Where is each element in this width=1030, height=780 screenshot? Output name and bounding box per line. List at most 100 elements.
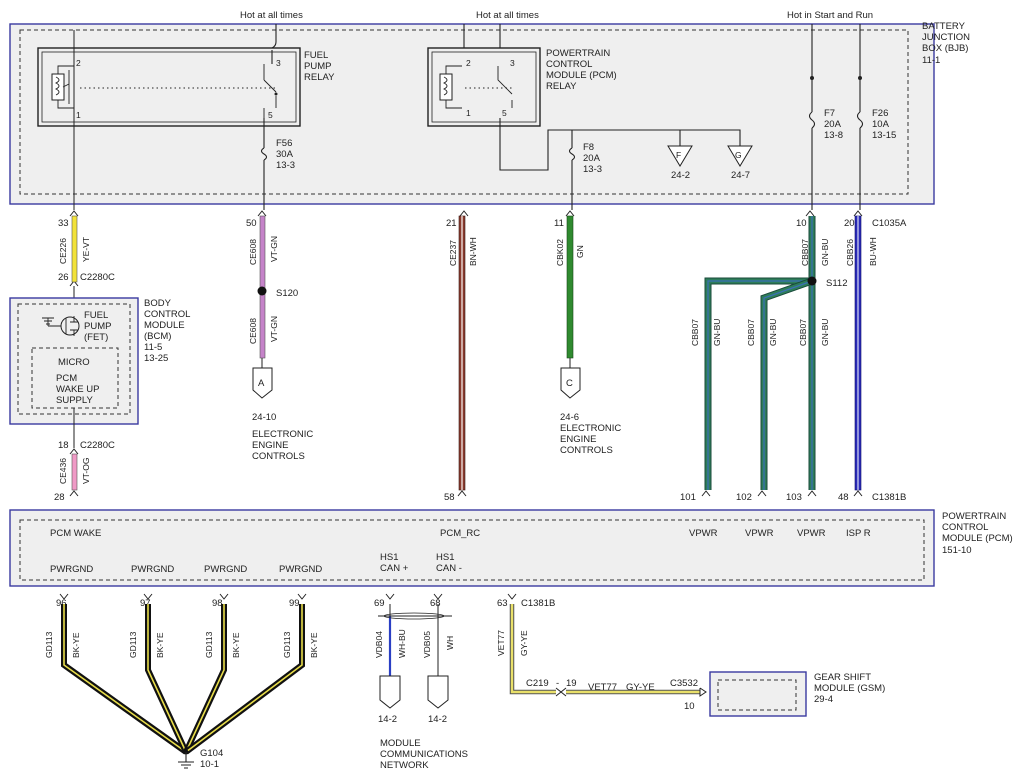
pcm-pwrgnd-4: PWRGND xyxy=(279,564,322,575)
pcm-pin-98: 98 xyxy=(212,598,223,609)
mcn-line3: NETWORK xyxy=(380,760,429,771)
pcm-hs1-can-minus-1: HS1 xyxy=(436,552,454,563)
c3532-name: C3532 xyxy=(670,678,698,689)
wire-can xyxy=(378,604,452,676)
bcm-supply-line2: WAKE UP xyxy=(56,384,99,395)
wire-cbb07-a-circuit: CBB07 xyxy=(690,319,700,346)
connector-a-line2: ENGINE xyxy=(252,440,288,451)
wire-cbk02-circuit: CBK02 xyxy=(555,239,565,266)
powertrain-control-module: PCM WAKE PCM_RC VPWR VPWR VPWR ISP R PWR… xyxy=(9,509,1013,587)
pcm-hs1-can-minus-2: CAN - xyxy=(436,563,462,574)
bjb-page-ref: 11-1 xyxy=(922,55,940,66)
bcm-fet-line2: PUMP xyxy=(84,321,111,332)
c219-pin: 19 xyxy=(566,678,577,689)
f8-rating: 20A xyxy=(583,153,601,164)
pcm-relay: 2 3 1 5 POWERTRAIN CONTROL MODULE (PCM) … xyxy=(427,47,617,127)
wire-ce237-circuit: CE237 xyxy=(448,240,458,266)
wire-cbb07-top-circuit: CBB07 xyxy=(800,239,810,266)
bjb-pin-11: 11 xyxy=(554,218,564,229)
bjb-pin-50: 50 xyxy=(246,218,257,229)
f8-name: F8 xyxy=(583,142,594,153)
svg-text:C: C xyxy=(566,378,573,389)
wire-cbb07-c-color: GN-BU xyxy=(820,319,830,346)
pcm-title-3: MODULE (PCM) xyxy=(942,533,1013,544)
ground-g104-icon xyxy=(178,749,194,769)
pcmr-label-2: CONTROL xyxy=(546,59,592,70)
pcm-pwrgnd-3: PWRGND xyxy=(204,564,247,575)
bcm-supply-line1: PCM xyxy=(56,373,77,384)
fuel-pump-relay: 2 3 1 5 FUEL PUMP RELAY xyxy=(37,47,335,127)
wire-gd113-1-color: BK-YE xyxy=(71,632,81,658)
bjb-pin-33: 33 xyxy=(58,218,69,229)
gsm-title-2: MODULE (GSM) xyxy=(814,683,885,694)
g104-name: G104 xyxy=(200,748,223,759)
pcm-isp-r: ISP R xyxy=(846,528,871,539)
hot-at-all-times-label-1: Hot at all times xyxy=(240,10,303,21)
fuse-f8-icon xyxy=(568,147,576,161)
fpr-pin-1: 1 xyxy=(76,110,81,120)
wire-ce237-color: BN-WH xyxy=(468,237,478,266)
wire-ce608-bot-color: VT-GN xyxy=(269,316,279,342)
fet-symbol-icon xyxy=(42,316,80,336)
wire-cbb07-b-color: GN-BU xyxy=(768,319,778,346)
wire-ce237 xyxy=(458,215,466,491)
wire-ce226-color: YE-VT xyxy=(81,237,91,262)
f56-rating: 30A xyxy=(276,149,294,160)
wire-cbk02-color: GN xyxy=(575,245,585,258)
fpr-label-2: PUMP xyxy=(304,61,331,72)
pcm-pin-99: 99 xyxy=(289,598,300,609)
pcmr-label-1: POWERTRAIN xyxy=(546,48,610,59)
pcm-title-2: CONTROL xyxy=(942,522,988,533)
wire-ce608-top-color: VT-GN xyxy=(269,236,279,262)
bcm-micro-label: MICRO xyxy=(58,357,90,368)
svg-text:A: A xyxy=(258,378,265,389)
pcm-wake-label: PCM WAKE xyxy=(50,528,101,539)
wire-cbb07-a-color: GN-BU xyxy=(712,319,722,346)
wire-gd113-2-circuit: GD113 xyxy=(128,631,138,658)
splice-s112-dot xyxy=(807,276,817,286)
pcm-title-4: 151-10 xyxy=(942,545,972,556)
fpr-pin-3: 3 xyxy=(276,58,281,68)
c219-name: C219 xyxy=(526,678,549,689)
svg-text:G: G xyxy=(735,150,742,160)
pcmr-label-4: RELAY xyxy=(546,81,577,92)
bcm-page-1: 11-5 xyxy=(144,342,162,353)
wire-vet77 xyxy=(509,604,707,697)
f7-page: 13-8 xyxy=(824,130,843,141)
connector-a-line1: ELECTRONIC xyxy=(252,429,313,440)
f8-page: 13-3 xyxy=(583,164,602,175)
fuse-f7-icon xyxy=(808,111,816,129)
fuel-pump-relay-coil-icon xyxy=(51,65,74,109)
bjb-title-2: JUNCTION xyxy=(922,32,970,43)
mcn-line1: MODULE xyxy=(380,738,421,749)
c2280c-top-name: C2280C xyxy=(80,272,115,283)
connector-chevrons xyxy=(59,210,863,600)
bjb-pin-21: 21 xyxy=(446,218,457,229)
mcn-connector-2-icon xyxy=(427,675,449,709)
wire-gd113-3-circuit: GD113 xyxy=(204,631,214,658)
pcm-hs1-can-plus-1: HS1 xyxy=(380,552,398,563)
wire-cbb07-c-circuit: CBB07 xyxy=(798,319,808,346)
connector-a-icon: A xyxy=(252,358,273,399)
wire-cbb26-circuit: CBB26 xyxy=(845,239,855,266)
fuse-f56-icon xyxy=(260,147,268,161)
pcm-pwrgnd-1: PWRGND xyxy=(50,564,93,575)
bcm-fet-line3: (FET) xyxy=(84,332,108,343)
connector-a-page: 24-10 xyxy=(252,412,276,423)
wire-cbb26-color: BU-WH xyxy=(868,237,878,266)
bjb-pin-20: 20 xyxy=(844,218,855,229)
bcm-fet-line1: FUEL xyxy=(84,310,108,321)
f26-name: F26 xyxy=(872,108,888,119)
f26-page: 13-15 xyxy=(872,130,896,141)
pcm-pin-69: 69 xyxy=(374,598,385,609)
wire-gd113-1-circuit: GD113 xyxy=(44,631,54,658)
pcm-hs1-can-plus-2: CAN + xyxy=(380,563,409,574)
ground-ref-g-page: 24-7 xyxy=(731,170,750,181)
f56-name: F56 xyxy=(276,138,292,149)
pcm-pwrgnd-2: PWRGND xyxy=(131,564,174,575)
splice-s112-label: S112 xyxy=(826,278,847,289)
wire-vdb04-color: WH-BU xyxy=(397,629,407,658)
ground-ref-f-icon: F xyxy=(667,145,693,167)
connector-a-line3: CONTROLS xyxy=(252,451,305,462)
